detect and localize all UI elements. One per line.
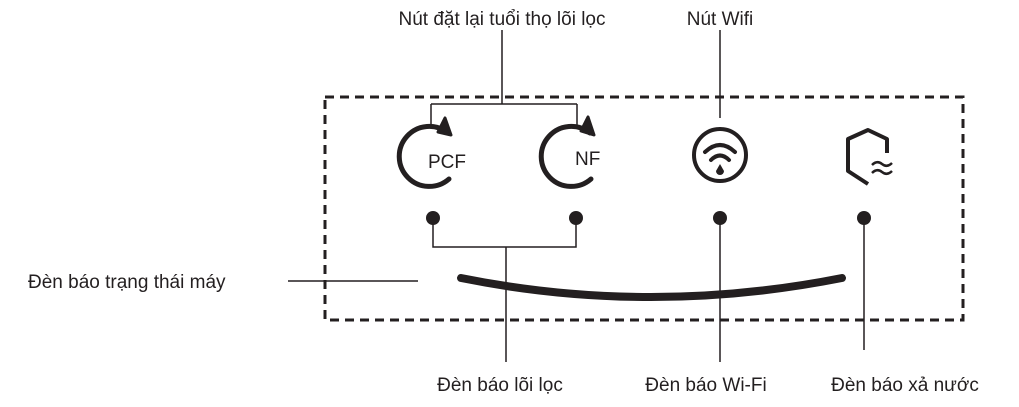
wifi-icon [692, 127, 748, 183]
wifi-light-label: Đèn báo Wi-Fi [645, 375, 766, 396]
wifi-indicator-dot [713, 211, 727, 225]
status-light-bar [457, 274, 846, 301]
filter-light-leader [432, 218, 577, 362]
drain-light-label: Đèn báo xả nước [831, 375, 979, 396]
pcf-indicator-dot [426, 211, 440, 225]
status-light-label: Đèn báo trạng thái máy [28, 272, 226, 293]
filter-light-label: Đèn báo lõi lọc [437, 375, 563, 396]
reset-arrow-icon [538, 123, 594, 189]
nf-label: NF [575, 149, 600, 170]
shield-water-icon [846, 128, 893, 186]
arrow-head-icon [579, 115, 596, 137]
panel-outline [323, 95, 965, 322]
nf-reset-button[interactable]: NF [538, 115, 600, 189]
wifi-button-label: Nút Wifi [687, 9, 754, 30]
pcf-reset-button[interactable]: PCF [396, 116, 466, 189]
water-drop-icon [716, 164, 724, 175]
pcf-label: PCF [428, 152, 466, 173]
arrow-head-icon [436, 116, 453, 137]
nf-indicator-dot [569, 211, 583, 225]
reset-button-leader [430, 30, 578, 126]
drain-indicator-dot [857, 211, 871, 225]
reset-button-label: Nút đặt lại tuổi thọ lõi lọc [398, 9, 605, 30]
reset-arrow-icon [396, 123, 452, 189]
wifi-button[interactable] [692, 127, 748, 183]
